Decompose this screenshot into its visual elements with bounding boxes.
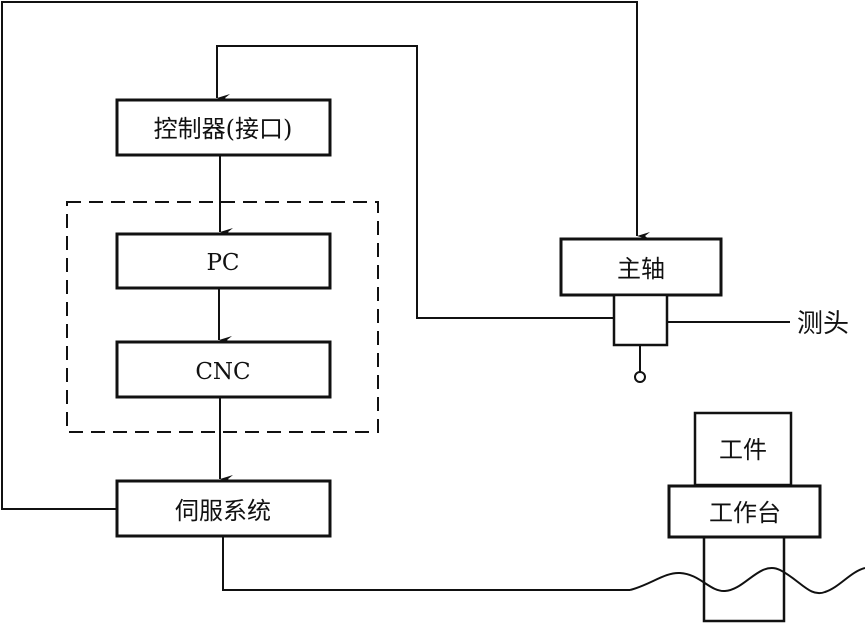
workpiece-label: 工件 (719, 436, 767, 464)
controller-block (115, 98, 332, 157)
probe-feedback-line (216, 45, 614, 319)
cnc-label: CNC (195, 359, 250, 385)
controller-label: 控制器(接口) (154, 115, 293, 143)
worktable-label: 工作台 (709, 499, 781, 527)
probe-label: 测头 (797, 309, 849, 339)
pc-label: PC (206, 250, 239, 276)
servo-label: 伺服系统 (175, 497, 271, 525)
outer-loop-line (1, 1, 650, 510)
pc-block (115, 232, 332, 290)
servo-to-table-line (222, 537, 630, 591)
probe-holder (612, 293, 669, 347)
table-base-column (702, 535, 786, 623)
probe-tip-icon (634, 371, 646, 383)
spindle-label: 主轴 (617, 255, 665, 283)
servo-block (115, 479, 332, 538)
computer-control-group (66, 201, 379, 433)
worktable-block (667, 484, 822, 539)
spindle-block (559, 237, 723, 297)
cnc-block (115, 340, 332, 399)
wavy-drive-line (629, 567, 865, 595)
